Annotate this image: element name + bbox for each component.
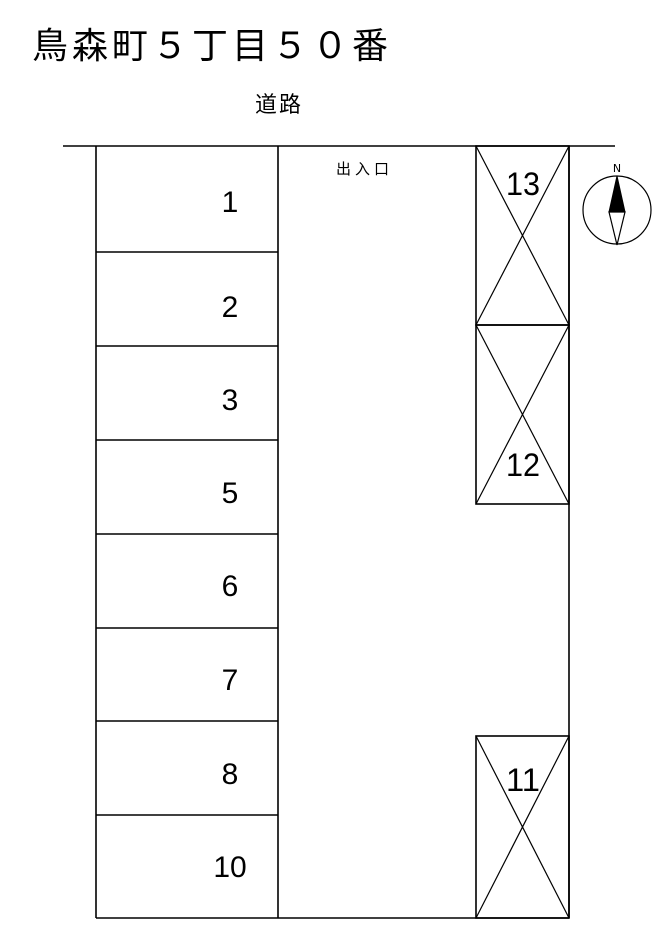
space-number: 1 bbox=[222, 186, 239, 219]
space-number: 13 bbox=[506, 166, 540, 202]
space-number: 6 bbox=[222, 570, 239, 603]
road-label: 道路 bbox=[255, 93, 303, 118]
space-number: 10 bbox=[213, 851, 246, 884]
parking-space-5[interactable]: 5 bbox=[96, 477, 278, 535]
parking-space-8[interactable]: 8 bbox=[96, 758, 278, 816]
south-arrow-icon bbox=[608, 211, 626, 246]
unavailable-cross bbox=[475, 735, 570, 919]
north-arrow-icon bbox=[608, 175, 626, 213]
parking-space-10[interactable]: 10 bbox=[213, 851, 246, 884]
space-number: 3 bbox=[222, 384, 239, 417]
entrance-label: 出入口 bbox=[336, 160, 393, 178]
space-number: 8 bbox=[222, 758, 239, 791]
space-number: 2 bbox=[222, 291, 239, 324]
left-spaces: 1 2 3 5 6 7 8 10 bbox=[96, 146, 279, 918]
parking-space-11[interactable]: 11 bbox=[475, 735, 570, 919]
space-number: 12 bbox=[506, 447, 540, 483]
parking-space-7[interactable]: 7 bbox=[96, 664, 278, 722]
unavailable-cross bbox=[475, 324, 570, 505]
page-title: 鳥森町５丁目５０番 bbox=[32, 26, 392, 67]
parking-space-12[interactable]: 12 bbox=[475, 324, 570, 505]
space-number: 11 bbox=[506, 762, 540, 798]
lot-boundary bbox=[95, 146, 570, 919]
space-number: 7 bbox=[222, 664, 239, 697]
parking-space-6[interactable]: 6 bbox=[96, 570, 278, 629]
parking-space-2[interactable]: 2 bbox=[96, 291, 278, 347]
parking-space-13[interactable]: 13 bbox=[475, 145, 570, 326]
unavailable-cross bbox=[475, 145, 570, 326]
parking-space-1[interactable]: 1 bbox=[96, 186, 278, 253]
space-number: 5 bbox=[222, 477, 239, 510]
parking-space-3[interactable]: 3 bbox=[96, 384, 278, 441]
compass: N bbox=[582, 162, 652, 246]
north-label: N bbox=[613, 162, 621, 175]
right-spaces: 13 12 11 bbox=[475, 145, 570, 919]
